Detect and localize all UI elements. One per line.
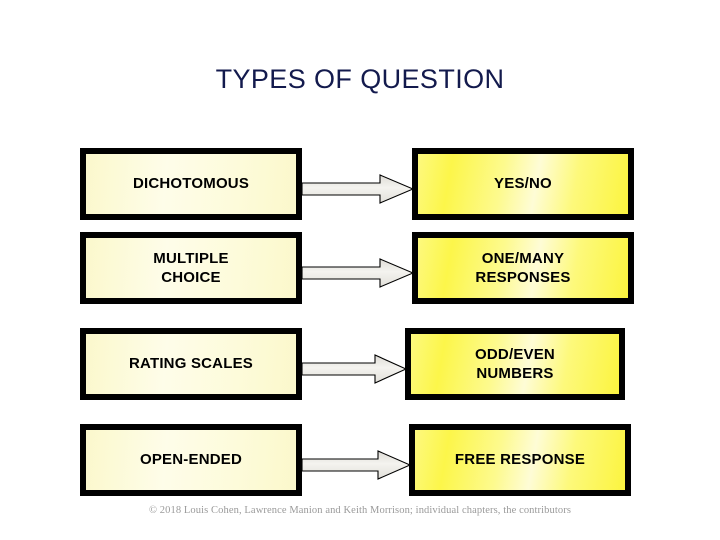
answer-format-label-line2: RESPONSES <box>475 269 571 286</box>
question-type-box[interactable]: DICHOTOMOUS <box>80 148 302 220</box>
question-type-box[interactable]: RATING SCALES <box>80 328 302 400</box>
answer-format-label-line1: ODD/EVEN <box>475 345 555 363</box>
arrow-right-icon <box>302 450 411 480</box>
answer-format-label: ODD/EVEN NUMBERS <box>469 345 561 383</box>
answer-format-box[interactable]: YES/NO <box>412 148 634 220</box>
arrow-right-icon <box>302 174 414 204</box>
copyright-footer: © 2018 Louis Cohen, Lawrence Manion and … <box>148 505 572 516</box>
diagram-row: OPEN-ENDED FREE RESPONSE <box>0 424 720 502</box>
question-type-box[interactable]: OPEN-ENDED <box>80 424 302 496</box>
question-type-box[interactable]: MULTIPLE CHOICE <box>80 232 302 304</box>
question-type-label-line2: CHOICE <box>161 269 221 286</box>
arrow-right-icon <box>302 258 414 288</box>
diagram-row: DICHOTOMOUS YES/NO <box>0 148 720 226</box>
diagram-row: RATING SCALES ODD/EVEN NUMBERS <box>0 328 720 406</box>
diagram-row: MULTIPLE CHOICE ONE/MANY RESPONSES <box>0 232 720 310</box>
question-type-label: DICHOTOMOUS <box>132 175 250 193</box>
page-title: TYPES OF QUESTION <box>215 64 505 94</box>
answer-format-label-line2: NUMBERS <box>476 365 554 382</box>
answer-format-box[interactable]: ODD/EVEN NUMBERS <box>405 328 625 400</box>
question-type-label: RATING SCALES <box>129 355 253 373</box>
answer-format-label: YES/NO <box>494 175 552 193</box>
arrow-right-icon <box>302 354 407 384</box>
question-type-label-line1: MULTIPLE <box>153 249 229 267</box>
answer-format-label-line1: ONE/MANY <box>481 249 565 267</box>
answer-format-label: ONE/MANY RESPONSES <box>469 249 576 287</box>
answer-format-box[interactable]: FREE RESPONSE <box>409 424 631 496</box>
question-type-label: OPEN-ENDED <box>139 451 242 469</box>
answer-format-box[interactable]: ONE/MANY RESPONSES <box>412 232 634 304</box>
question-type-label: MULTIPLE CHOICE <box>147 249 234 287</box>
answer-format-label: FREE RESPONSE <box>454 451 586 469</box>
